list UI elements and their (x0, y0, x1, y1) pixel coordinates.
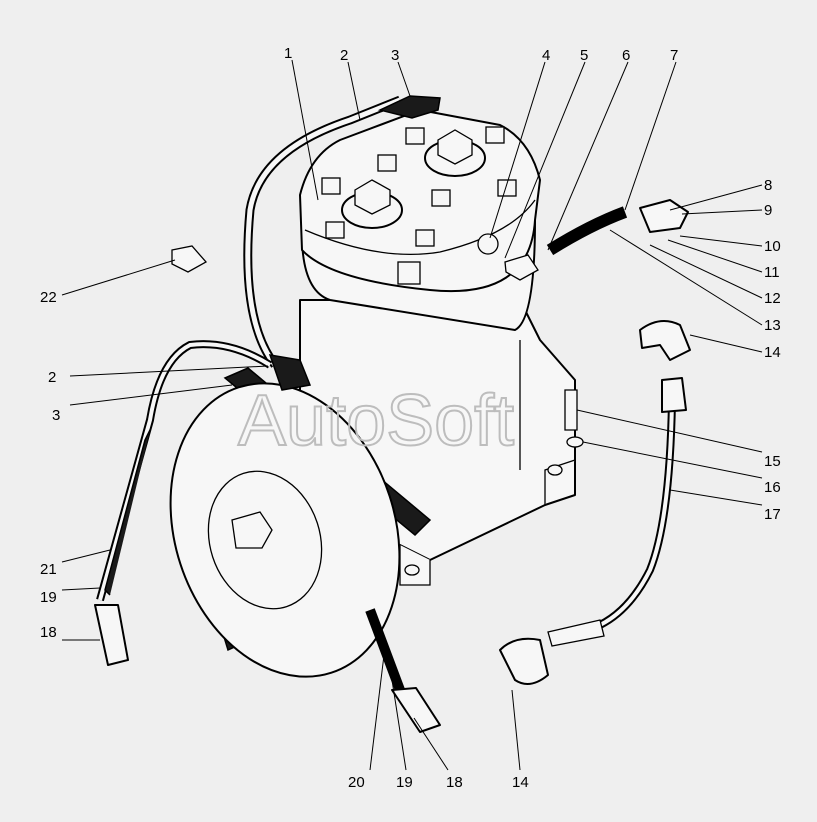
upper-hose (377, 95, 441, 119)
callout-18-bottom: 18 (446, 774, 463, 791)
outlet-fitting (477, 233, 499, 255)
union-fitting-22 (171, 245, 208, 273)
callout-labels: 1 2 3 4 5 6 7 8 9 10 11 12 13 14 2 3 15 … (40, 45, 781, 791)
outlet-hose (546, 206, 628, 256)
callout-15: 15 (764, 453, 781, 470)
fitting-17-top (661, 377, 687, 413)
callout-3-left: 3 (52, 407, 60, 424)
bolt-15 (564, 389, 578, 431)
leader-lines (61, 59, 763, 771)
head-bolts (321, 126, 517, 247)
callout-19-left: 19 (40, 589, 57, 606)
callout-12: 12 (764, 290, 781, 307)
callout-16: 16 (764, 479, 781, 496)
callout-21: 21 (40, 561, 57, 578)
elbow-fitting (504, 254, 539, 281)
callout-4: 4 (542, 47, 550, 64)
callout-5: 5 (580, 47, 588, 64)
pulley-nut (231, 511, 273, 549)
valve-caps (341, 129, 486, 229)
callout-10: 10 (764, 238, 781, 255)
callout-14-bottom: 14 (512, 774, 529, 791)
elbow-18-bottom (391, 687, 441, 733)
tubes (96, 95, 676, 692)
callout-11: 11 (764, 264, 780, 281)
callout-20: 20 (348, 774, 365, 791)
elbow-14-lower (499, 637, 549, 685)
callout-17: 17 (764, 506, 781, 523)
elbow-18-left (94, 604, 129, 666)
callout-13: 13 (764, 317, 781, 334)
callout-1: 1 (284, 45, 292, 62)
elbow-14-upper (639, 320, 691, 361)
callout-9: 9 (764, 202, 772, 219)
watermark: AutoSoft (238, 381, 514, 461)
pulley-assembly (169, 367, 432, 678)
washer-16 (566, 436, 584, 448)
fitting-17-bottom (547, 619, 605, 647)
lower-hose (365, 608, 405, 692)
flange-fitting-9 (639, 199, 689, 233)
inspection-plug (397, 261, 421, 285)
callout-2-left: 2 (48, 369, 56, 386)
callout-7: 7 (670, 47, 678, 64)
callout-22: 22 (40, 289, 57, 306)
callout-18-left: 18 (40, 624, 57, 641)
loose-parts (94, 199, 691, 733)
callout-6: 6 (622, 47, 630, 64)
callout-8: 8 (764, 177, 772, 194)
callout-19-bottom: 19 (396, 774, 413, 791)
callout-2-top: 2 (340, 47, 348, 64)
callout-3-top: 3 (391, 47, 399, 64)
left-hose (104, 429, 151, 596)
joint-hose (268, 354, 312, 391)
callout-14-right: 14 (764, 344, 781, 361)
